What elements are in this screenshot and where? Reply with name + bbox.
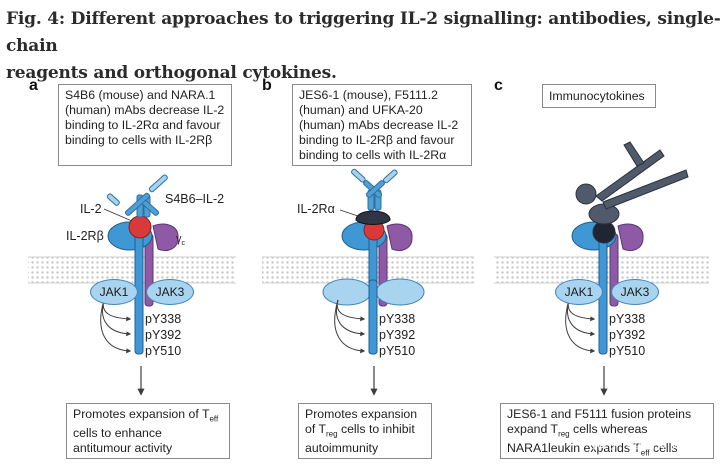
outcome-c-line2: expand Treg cells whereas	[507, 422, 707, 441]
outcome-c-line2-rest: cells whereas	[569, 422, 648, 436]
pY392-c: pY392	[609, 328, 646, 342]
il2-label-a: IL-2	[80, 202, 102, 216]
jak1-a: JAK1	[90, 279, 138, 305]
outcome-a-post: cells to enhance antitumour activity	[73, 426, 173, 456]
phospho-arrows-b	[334, 299, 366, 354]
il2r-alpha-b	[355, 210, 391, 225]
panel-letter-b: b	[262, 77, 272, 94]
pY510-a: pY510	[145, 344, 182, 358]
pY338-b: pY338	[379, 312, 416, 326]
figure-title-line1: Fig. 4: Different approaches to triggeri…	[6, 9, 721, 56]
outcome-c-line3-rest: cells	[649, 441, 678, 456]
panel-c-description: Immunocytokines	[542, 84, 656, 108]
pY392-b: pY392	[379, 328, 416, 342]
pY392-a: pY392	[145, 328, 182, 342]
panel-c-outcome: JES6-1 and F5111 fusion proteins expand …	[500, 403, 714, 459]
panel-b-graphic	[322, 168, 425, 396]
outcome-a-pre: Promotes expansion of T	[73, 407, 210, 421]
panel-a-description: S4B6 (mouse) and NARA.1 (human) mAbs dec…	[58, 84, 232, 166]
pY338-a: pY338	[145, 312, 182, 326]
panel-letter-c: c	[494, 77, 503, 94]
outcome-c-line3-text: NARA1leukin expands T	[507, 441, 641, 456]
il2ra-label-b: IL-2Rα	[297, 202, 335, 216]
outcome-a-sub: eff	[209, 414, 219, 424]
membrane-a	[28, 256, 236, 284]
antibody-s4b6-a	[106, 174, 168, 218]
outcome-b-sub: reg	[325, 429, 338, 439]
immunocytokine-c	[575, 141, 689, 244]
outcome-c-line3: NARA1leukin expands Teff cells	[507, 441, 707, 460]
gamma-label-text: γ	[176, 233, 182, 245]
antibody-jes6-b	[351, 168, 398, 211]
il2-leader-a	[103, 208, 133, 222]
il2rb-label-a: IL-2Rβ	[66, 229, 104, 243]
pY338-c: pY338	[609, 312, 646, 326]
panel-a-outcome: Promotes expansion of Teff cells to enha…	[66, 403, 230, 459]
jak3-c: JAK3	[611, 279, 659, 305]
outcome-c-line2-sub: reg	[558, 429, 570, 439]
membrane-b	[262, 256, 474, 284]
il2-ligand-a	[128, 215, 152, 239]
jak1-c: JAK1	[555, 279, 603, 305]
figure-title-line2: reagents and orthogonal cytokines.	[6, 63, 337, 83]
pY510-b: pY510	[379, 344, 416, 358]
pY510-c: pY510	[609, 344, 646, 358]
outcome-c-line1: JES6-1 and F5111 fusion proteins	[507, 407, 692, 421]
jak3-a: JAK3	[146, 279, 194, 305]
outcome-b-post: cells to inhibit autoimmunity	[305, 422, 415, 456]
panel-b-outcome: Promotes expansion of Treg cells to inhi…	[298, 403, 432, 459]
watermark: 知乎 @科研网	[592, 435, 687, 452]
outcome-b-pre: Promotes expansion of T	[305, 407, 418, 436]
panel-letter-a: a	[29, 77, 38, 94]
il2ra-leader-b	[339, 209, 359, 217]
figure-title: Fig. 4: Different approaches to triggeri…	[6, 6, 721, 87]
jak3-shape-b	[375, 278, 425, 306]
phospho-arrows-a	[100, 299, 132, 354]
gamma-label-a: γc	[176, 233, 185, 248]
antibody-label-a: S4B6–IL-2	[165, 192, 225, 206]
panel-b-description: JES6-1 (mouse), F5111.2 (human) and UFKA…	[292, 84, 472, 166]
jak1-shape-b	[322, 278, 372, 306]
outcome-c-line2-text: expand T	[507, 422, 559, 436]
outcome-c-line3-sub: eff	[640, 448, 650, 458]
phospho-arrows-c	[565, 299, 596, 354]
